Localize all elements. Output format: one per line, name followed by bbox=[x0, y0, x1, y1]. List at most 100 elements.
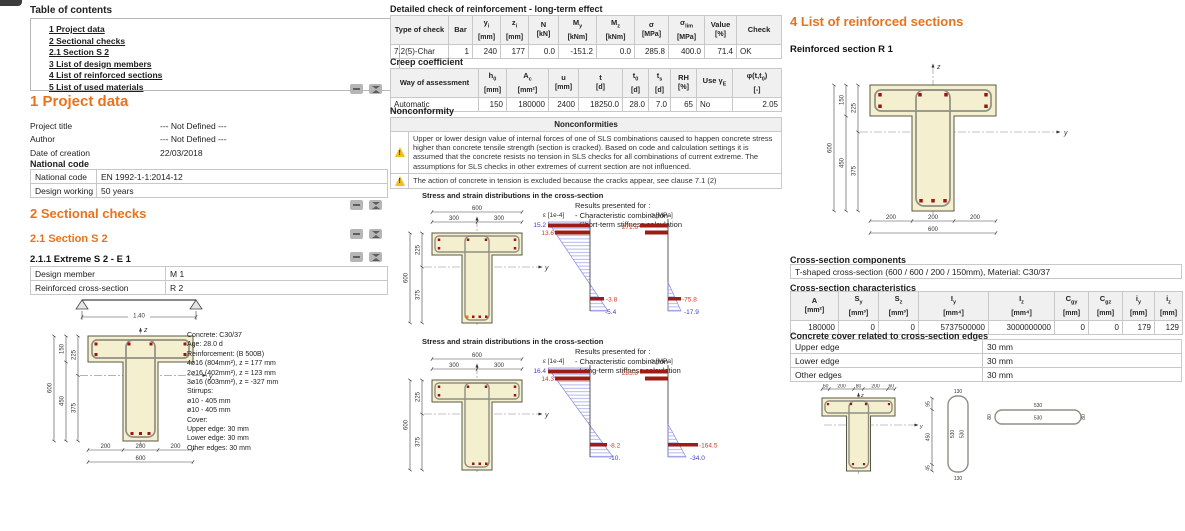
dimension-label: 200 bbox=[928, 215, 939, 221]
strain-value: 13.6 bbox=[541, 230, 554, 237]
column-header: t0[d] bbox=[622, 68, 649, 98]
row-value: R 2 bbox=[165, 280, 388, 295]
dimension-label: 200 bbox=[837, 384, 846, 390]
section-shape bbox=[87, 335, 194, 442]
nonconformity-heading: Nonconformity bbox=[390, 106, 454, 116]
collapse-all-icon[interactable] bbox=[369, 200, 382, 210]
stirrup-dimension: 130 bbox=[954, 389, 963, 395]
collapse-all-icon[interactable] bbox=[369, 252, 382, 262]
info-value: 22/03/2018 bbox=[160, 147, 203, 158]
collapse-icon[interactable] bbox=[350, 84, 363, 94]
section-controls bbox=[350, 200, 382, 210]
heading-section-s2: 2.1 Section S 2 bbox=[30, 233, 108, 245]
column-header: Iz[mm⁴] bbox=[988, 291, 1055, 321]
strain-diagram: ε [1e-4] 16.4 14.3 -8.2 -10.4 bbox=[533, 358, 620, 462]
components-heading: Cross-section components bbox=[790, 255, 907, 265]
section-controls bbox=[350, 252, 382, 262]
dimension-label: 600 bbox=[928, 227, 939, 233]
heading-reinforced-sections: 4 List of reinforced sections bbox=[790, 14, 964, 29]
stirrup-dimension: 530 bbox=[950, 430, 956, 439]
characteristics-heading: Cross-section characteristics bbox=[790, 283, 917, 293]
z-axis-label: z bbox=[936, 64, 941, 71]
components-text: T-shaped cross-section (600 / 600 / 200 … bbox=[790, 264, 1182, 279]
collapse-all-icon[interactable] bbox=[369, 84, 382, 94]
strain-axis-label: ε [1e-4] bbox=[543, 212, 565, 219]
table-cell: 0 bbox=[1054, 319, 1089, 335]
dimension-label: 225 bbox=[852, 102, 858, 113]
detailed-check-heading: Detailed check of reinforcement - long-t… bbox=[390, 4, 603, 14]
nonconformity-text: The action of concrete in tension is exc… bbox=[408, 172, 782, 189]
rebar-dots bbox=[826, 403, 891, 466]
reinforced-section-drawing: z y 225 375 150 450 600 200 200 200 600 bbox=[828, 63, 1068, 252]
z-axis-label: z bbox=[143, 327, 148, 334]
dimension-label: 200 bbox=[100, 444, 111, 450]
y-axis-label: y bbox=[919, 424, 924, 430]
results-note: Results presented for : - Characteristic… bbox=[575, 347, 681, 375]
column-header: φ(t,t0)[-] bbox=[732, 68, 782, 98]
column-header: Way of assessment bbox=[390, 68, 479, 98]
section-shape bbox=[869, 84, 997, 212]
nonconformity-table: Nonconformities Upper or lower design va… bbox=[390, 117, 782, 189]
stirrup-outline bbox=[848, 400, 870, 469]
dimension-label: 600 bbox=[404, 419, 410, 430]
table-cell: No bbox=[696, 96, 733, 112]
stirrup-outline bbox=[125, 339, 156, 438]
window-corner-artifact bbox=[0, 0, 22, 6]
stirrup-dimension: 530 bbox=[960, 430, 966, 439]
column-header: σ[MPa] bbox=[634, 15, 669, 45]
strain-value: 15.2 bbox=[533, 222, 546, 229]
characteristics-table: A[mm²]Sy[mm³]Sz[mm³]Iy[mm⁴]Iz[mm⁴]Cgy[mm… bbox=[790, 291, 1183, 335]
warning-icon bbox=[395, 147, 405, 158]
toc-link-reinforced-sections[interactable]: 4 List of reinforced sections bbox=[49, 70, 163, 80]
column-header: h0[mm] bbox=[478, 68, 507, 98]
collapse-icon[interactable] bbox=[350, 252, 363, 262]
table-cell: 18250.0 bbox=[578, 96, 623, 112]
dimension-label: 450 bbox=[926, 433, 932, 442]
stirrup-outline bbox=[464, 382, 490, 468]
dimension-label: 600 bbox=[472, 206, 483, 212]
table-cell: 1 bbox=[448, 43, 473, 59]
section-controls bbox=[350, 229, 382, 239]
results-note: Results presented for : - Characteristic… bbox=[575, 201, 682, 229]
table-cell: 28.0 bbox=[622, 96, 649, 112]
collapse-icon[interactable] bbox=[350, 229, 363, 239]
toc-link-used-materials[interactable]: 5 List of used materials bbox=[49, 81, 144, 92]
row-value: 30 mm bbox=[982, 339, 1182, 354]
stress-diagram: σ [MPa] 285.8 -164.5 -34.0 bbox=[622, 358, 718, 462]
section-shape bbox=[431, 232, 523, 324]
table-cell: 0 bbox=[838, 319, 879, 335]
stirrup-outline bbox=[464, 235, 490, 321]
toc-link-design-members[interactable]: 3 List of design members bbox=[49, 58, 152, 69]
dimension-label: 375 bbox=[852, 165, 858, 176]
toc-link-section-s2[interactable]: 2.1 Section S 2 bbox=[49, 47, 109, 57]
column-header: Ac[mm²] bbox=[506, 68, 549, 98]
heading-project-data: 1 Project data bbox=[30, 93, 129, 110]
dimension-label: 600 bbox=[135, 456, 146, 462]
strain-value: -3.8 bbox=[606, 297, 618, 304]
dimension-label: 45 bbox=[926, 465, 932, 471]
column-header: Type of check bbox=[390, 15, 449, 45]
stirrup-outline bbox=[915, 89, 951, 207]
warning-icon bbox=[395, 175, 405, 187]
dimension-label: 150 bbox=[840, 94, 846, 105]
cross-section-drawing: y 600 300 300 225 375 600 bbox=[404, 206, 549, 325]
strain-value: 14.3 bbox=[541, 376, 554, 383]
table-cell: -151.2 bbox=[558, 43, 597, 59]
collapse-all-icon[interactable] bbox=[369, 229, 382, 239]
rebar-dots bbox=[437, 238, 517, 319]
column-header: My[kNm] bbox=[558, 15, 597, 45]
column-header: Check bbox=[736, 15, 782, 45]
dimension-label: 300 bbox=[449, 363, 460, 369]
nonconformity-text: Upper or lower design value of internal … bbox=[408, 131, 782, 174]
dimension-label: 150 bbox=[60, 343, 66, 354]
toc-link-project-data[interactable]: 1 Project data bbox=[49, 24, 105, 34]
column-header: yi[mm] bbox=[472, 15, 501, 45]
column-header: Bar bbox=[448, 15, 473, 45]
nonconformities-title: Nonconformities bbox=[390, 117, 782, 132]
toc-link-sectional-checks[interactable]: 2 Sectional checks bbox=[49, 35, 126, 46]
info-value: --- Not Defined --- bbox=[160, 120, 227, 131]
collapse-icon[interactable] bbox=[350, 200, 363, 210]
table-cell: 7.0 bbox=[648, 96, 671, 112]
